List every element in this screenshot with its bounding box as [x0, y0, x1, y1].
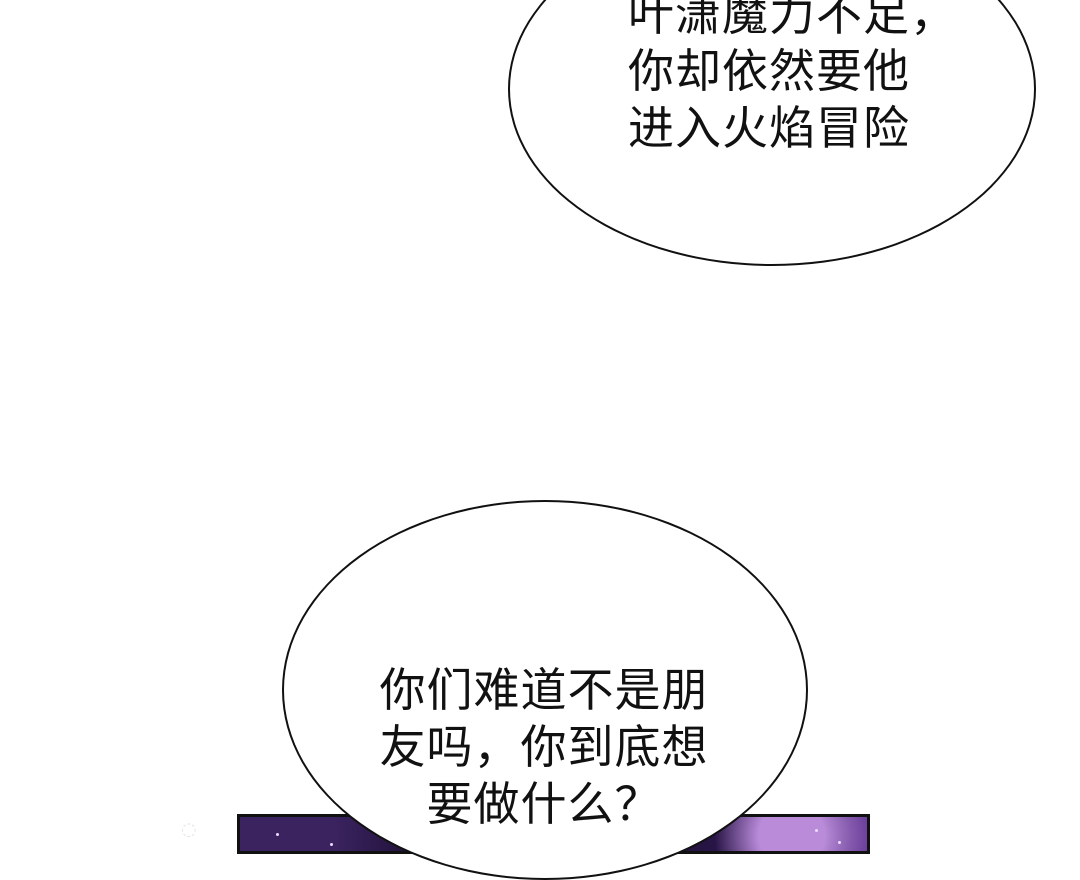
speech-line: 进入火焰冒险: [628, 101, 910, 155]
speech-bubble-top: 叶潇魔力不足， 你却依然要他 进入火焰冒险: [508, 0, 1036, 266]
speech-line: 你却依然要他: [628, 44, 910, 98]
speech-bubble-bottom-text: 你们难道不是朋 友吗，你到底想 要做什么？: [364, 662, 724, 833]
sparkle-icon: [276, 833, 279, 836]
speech-line: 叶潇魔力不足，: [628, 0, 957, 41]
speech-bubble-top-text: 叶潇魔力不足， 你却依然要他 进入火焰冒险: [628, 0, 957, 157]
speech-line: 你们难道不是朋: [379, 663, 709, 717]
faint-mark-icon: ◌: [181, 819, 197, 840]
speech-line: 要做什么？: [426, 777, 662, 831]
sparkle-icon: [330, 843, 333, 846]
speech-line: 友吗，你到底想: [379, 720, 709, 774]
sparkle-icon: [838, 841, 841, 844]
speech-bubble-bottom: 你们难道不是朋 友吗，你到底想 要做什么？: [282, 500, 808, 880]
sparkle-icon: [815, 829, 818, 832]
comic-page: 叶潇魔力不足， 你却依然要他 进入火焰冒险 ◌ 你们难道不是朋 友吗，你到底想 …: [181, 0, 1036, 880]
